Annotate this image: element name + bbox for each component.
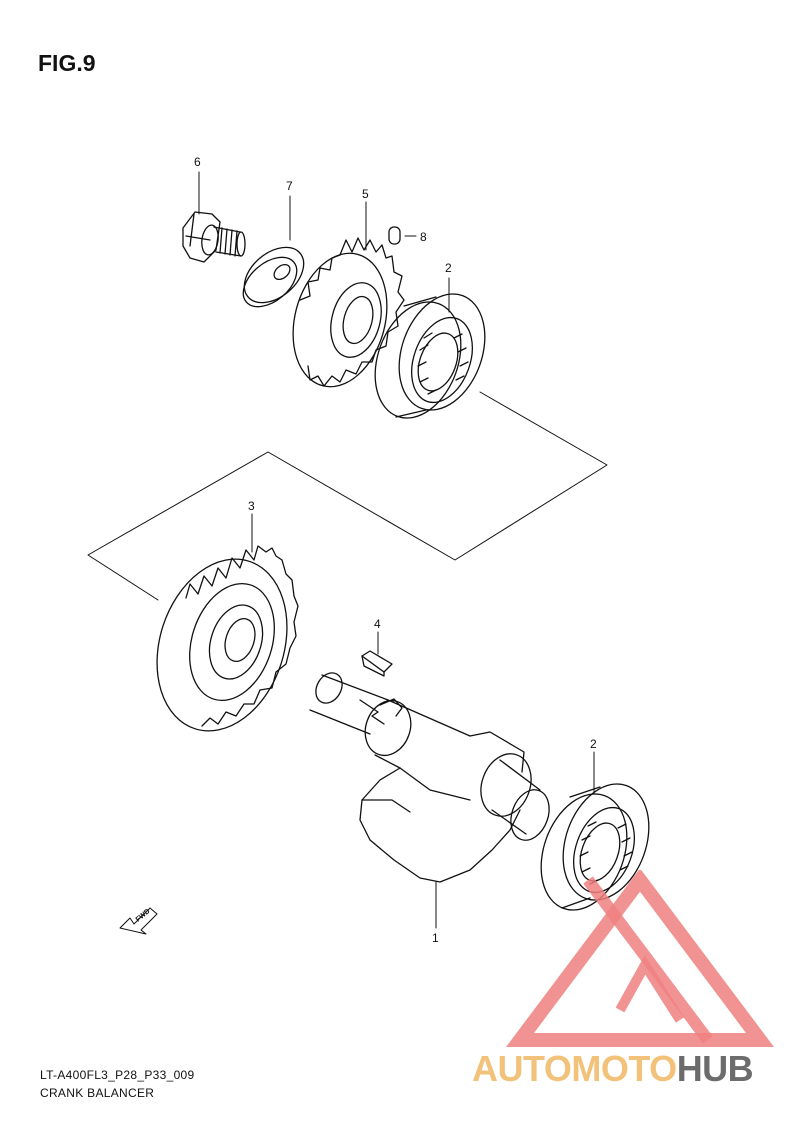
fwd-label: FWD	[135, 908, 152, 924]
part-3-gear	[156, 545, 299, 732]
part-4-key	[361, 650, 393, 677]
diagram-code: LT-A400FL3_P28_P33_009	[40, 1068, 195, 1082]
part-2-bearing-lower	[540, 783, 650, 911]
callout-1: 1	[432, 931, 439, 945]
callout-7: 7	[286, 179, 293, 193]
part-5-gear	[292, 237, 405, 388]
fwd-arrow-icon: FWD	[119, 907, 158, 935]
part-2-bearing-upper	[374, 293, 486, 419]
callout-2-lower: 2	[590, 737, 597, 751]
watermark-logo-icon	[506, 870, 774, 1047]
part-8-pin	[388, 226, 401, 245]
watermark-text: AUTOMOTOHUB	[472, 1048, 754, 1089]
leader-lines	[198, 171, 595, 929]
callout-8: 8	[420, 230, 427, 244]
callout-3: 3	[248, 499, 255, 513]
callout-4: 4	[374, 617, 381, 631]
callout-2-upper: 2	[445, 261, 452, 275]
figure-title: FIG.9	[38, 50, 96, 76]
part-7-washer	[242, 246, 305, 308]
callout-5: 5	[362, 187, 369, 201]
callout-numbers: 6 7 5 8 2 3 4 2 1	[194, 155, 597, 945]
footer: LT-A400FL3_P28_P33_009 CRANK BALANCER	[40, 1066, 195, 1102]
diagram-name: CRANK BALANCER	[40, 1086, 155, 1100]
part-6-bolt	[182, 211, 246, 263]
assembly-frame-lines	[87, 391, 608, 601]
callout-6: 6	[194, 155, 201, 169]
part-1-balancer-shaft	[309, 672, 550, 883]
